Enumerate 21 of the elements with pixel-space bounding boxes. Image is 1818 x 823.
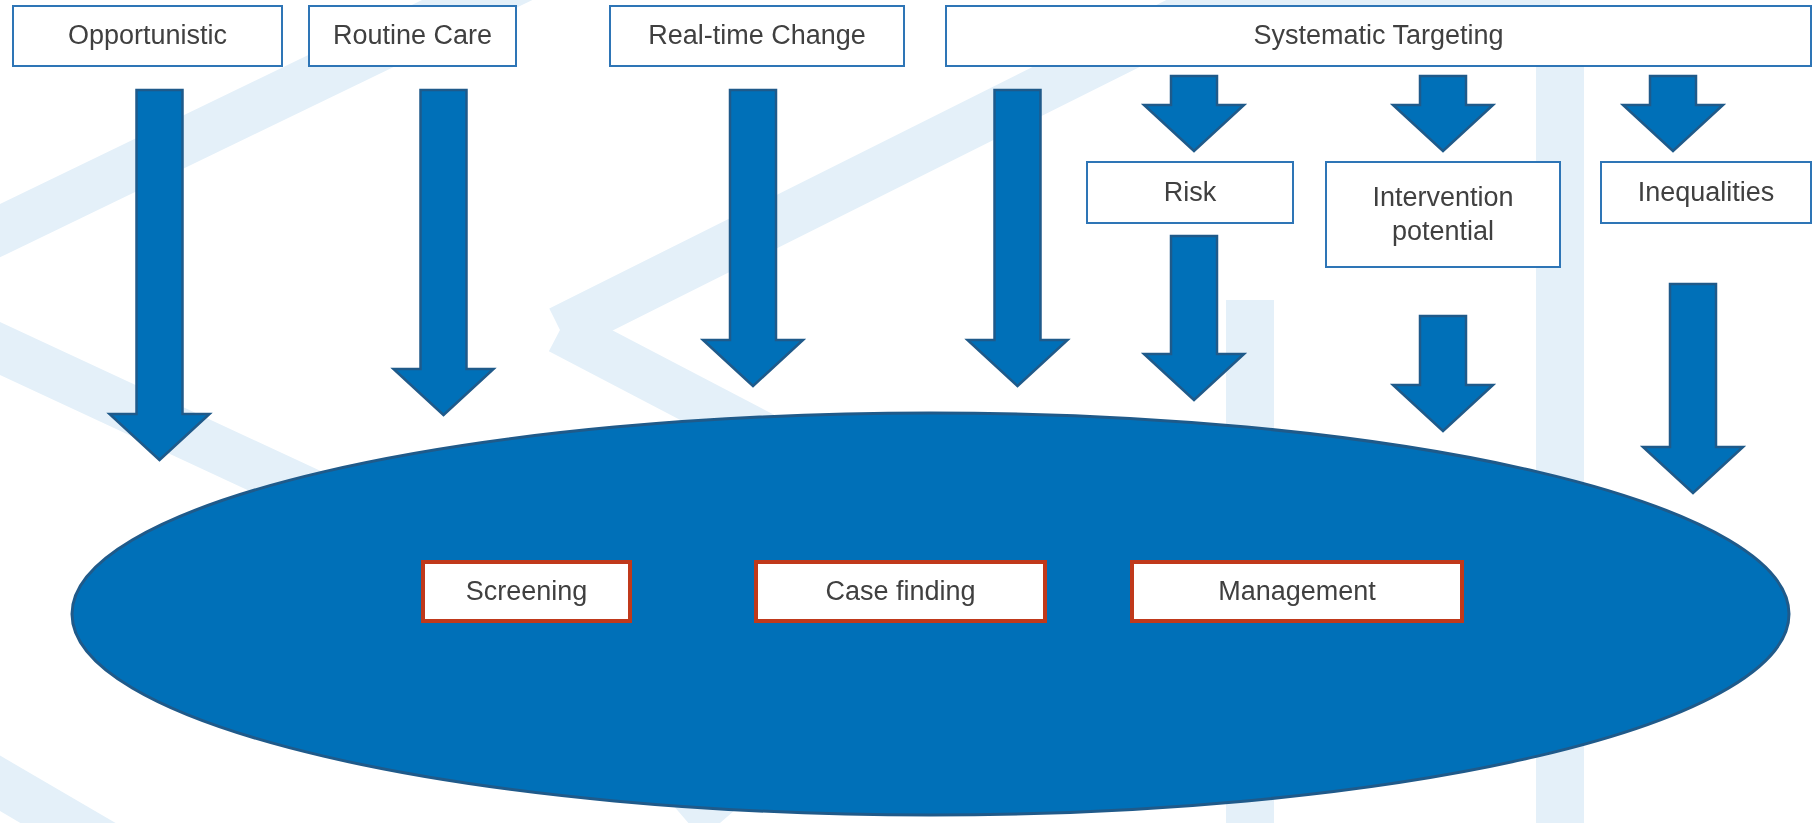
block-arrow [106, 88, 213, 462]
label-box: Systematic Targeting [945, 5, 1812, 67]
ellipse-shape [70, 411, 1791, 817]
label-box: Opportunistic [12, 5, 283, 67]
block-arrow [1140, 74, 1248, 153]
block-arrow [964, 88, 1071, 388]
label-box: Inequalities [1600, 161, 1812, 224]
block-arrow [1140, 234, 1248, 402]
label-box: Intervention potential [1325, 161, 1561, 268]
block-arrow [699, 88, 807, 388]
label-box: Case finding [754, 560, 1047, 623]
block-arrow [1619, 74, 1727, 153]
block-arrow [1389, 314, 1497, 433]
label-box: Screening [421, 560, 632, 623]
block-arrow [1389, 74, 1497, 153]
label-box: Routine Care [308, 5, 517, 67]
block-arrow [1639, 282, 1747, 495]
block-arrow [390, 88, 497, 417]
label-box: Real-time Change [609, 5, 905, 67]
label-box: Risk [1086, 161, 1294, 224]
label-box: Management [1130, 560, 1464, 623]
